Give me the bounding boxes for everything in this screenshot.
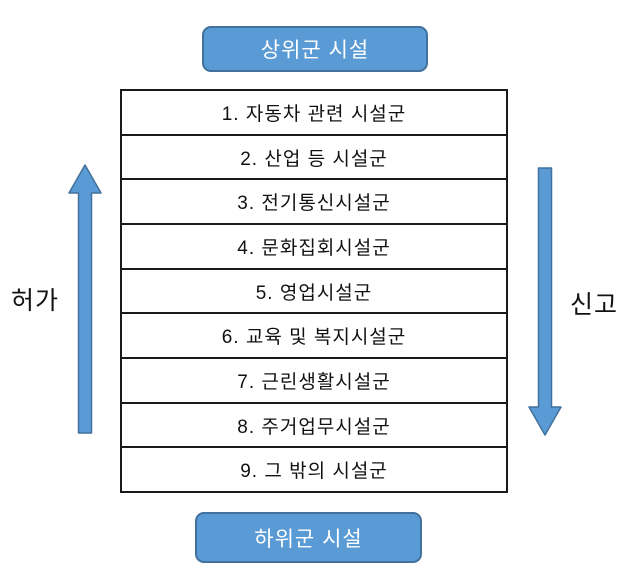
up-arrow-icon — [68, 164, 102, 434]
table-row: 1. 자동차 관련 시설군 — [122, 91, 506, 136]
table-row: 6. 교육 및 복지시설군 — [122, 314, 506, 360]
upper-group-box: 상위군 시설 — [202, 26, 428, 72]
lower-group-box: 하위군 시설 — [195, 512, 422, 563]
table-row: 9. 그 밖의 시설군 — [240, 461, 388, 483]
facility-group-table: 1. 자동차 관련 시설군 2. 산업 등 시설군 3. 전기통신시설군 4. … — [120, 89, 508, 493]
table-row: 3. 전기통신시설군 — [122, 180, 506, 226]
table-row: 7. 근린생활시설군 — [122, 359, 506, 404]
table-row: 5. 영업시설군 — [122, 270, 506, 315]
lower-group-label: 하위군 시설 — [254, 527, 363, 551]
down-arrow-icon — [528, 167, 562, 436]
report-label: 신고 — [570, 291, 619, 319]
table-row: 4. 문화집회시설군 — [122, 225, 506, 270]
table-row: 2. 산업 등 시설군 — [122, 136, 506, 181]
upper-group-label: 상위군 시설 — [260, 39, 370, 62]
table-row: 8. 주거업무시설군 — [122, 404, 506, 449]
permit-label: 허가 — [11, 287, 60, 315]
